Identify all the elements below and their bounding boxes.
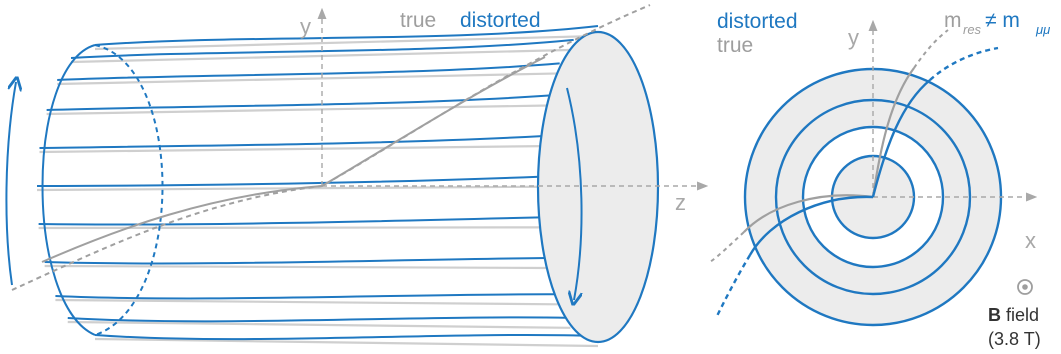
true-track-lower-ext xyxy=(709,231,745,263)
cylinder-left-end-solid xyxy=(41,44,96,336)
legend-distorted-right: distorted xyxy=(717,10,798,33)
x-axis-label: x xyxy=(1025,228,1036,253)
distorted-line-10 xyxy=(94,333,599,341)
true-track-upper-ext xyxy=(913,29,949,69)
left-panel: y z true distorted xyxy=(5,4,709,348)
legend-distorted-left: distorted xyxy=(460,9,541,32)
true-track-upper xyxy=(871,67,915,198)
distorted-line-6 xyxy=(38,216,541,226)
rotation-arrow-icon xyxy=(5,82,16,286)
distorted-line-1 xyxy=(70,38,574,59)
true-line-7 xyxy=(44,264,547,270)
b-field-rest: field xyxy=(1001,305,1039,325)
distorted-line-3 xyxy=(46,94,550,111)
true-line-8 xyxy=(55,298,558,306)
true-line-2 xyxy=(57,72,560,86)
distorted-track-upper xyxy=(871,79,931,198)
true-line-3 xyxy=(46,104,549,116)
distorted-line-8 xyxy=(55,293,558,300)
distorted-line-7 xyxy=(44,256,547,265)
z-axis-label: z xyxy=(675,190,686,215)
true-line-4 xyxy=(39,145,542,154)
cylinder-left-end-dashed xyxy=(94,44,164,336)
distorted-line-5 xyxy=(37,175,540,187)
true-line-10 xyxy=(94,337,599,348)
distorted-line-9 xyxy=(67,316,571,323)
distorted-track-lower xyxy=(748,195,874,256)
mass-inequality-label: m res ≠ m μμ xyxy=(944,9,1050,37)
legend-true-left: true xyxy=(400,9,436,32)
mass-sub-res: res xyxy=(963,22,982,37)
mass-neq-m: ≠ m xyxy=(985,9,1020,32)
b-field-value: (3.8 T) xyxy=(988,329,1041,349)
cylinder-right-cap xyxy=(536,30,660,344)
rotation-arrow-icon xyxy=(566,87,583,300)
track-circle-4 xyxy=(774,98,972,296)
b-field-label: B field xyxy=(988,305,1039,325)
b-field-bold: B xyxy=(988,305,1001,325)
true-trajectory-inside xyxy=(41,56,546,263)
distorted-line-2 xyxy=(57,62,560,81)
true-track-lines xyxy=(37,34,599,348)
true-line-9 xyxy=(67,320,571,329)
true-line-0 xyxy=(94,34,599,51)
distorted-line-0 xyxy=(94,25,599,46)
distorted-track-lines xyxy=(37,25,599,341)
distorted-track-lower-ext xyxy=(714,254,752,319)
left-y-axis-label: y xyxy=(300,14,311,39)
distorted-line-4 xyxy=(39,135,542,149)
b-field-out-of-page-icon xyxy=(1017,279,1033,295)
right-panel: distorted true y x m res ≠ m μμ B field … xyxy=(709,9,1050,349)
distorted-track-upper-ext xyxy=(929,46,999,81)
true-line-5 xyxy=(37,185,540,192)
right-y-axis-label: y xyxy=(848,25,859,50)
mass-sub-mumu: μμ xyxy=(1035,22,1050,37)
legend-true-right: true xyxy=(717,34,753,57)
true-line-6 xyxy=(38,226,541,230)
true-track-lower xyxy=(743,194,874,233)
mass-m-res: m xyxy=(944,9,962,32)
